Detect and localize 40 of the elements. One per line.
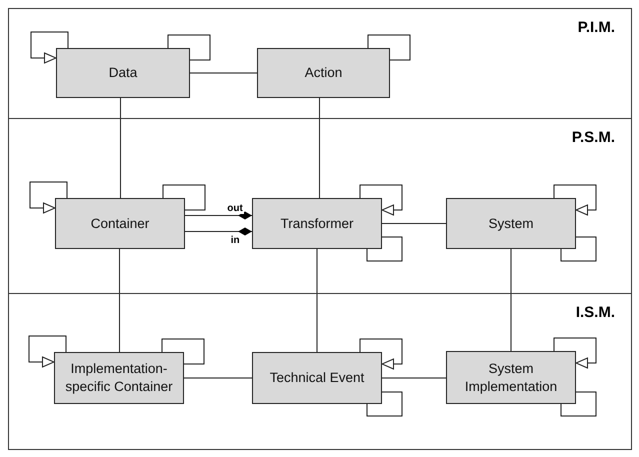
self-loop	[554, 184, 596, 216]
self-loop	[368, 34, 410, 60]
self-loop	[554, 338, 596, 368]
connector	[184, 228, 252, 236]
class-box: Action	[257, 48, 390, 98]
class-box: Data	[56, 48, 190, 98]
layer-band	[8, 118, 632, 294]
class-box: System Implementation	[446, 351, 576, 404]
class-box: Technical Event	[252, 352, 382, 404]
layer-title: P.S.M.	[572, 129, 615, 146]
connector	[510, 248, 512, 352]
layer-title: I.S.M.	[576, 304, 615, 321]
self-loop	[560, 236, 596, 262]
layer-band	[8, 293, 632, 450]
class-box: System	[446, 198, 576, 249]
self-loop	[366, 236, 402, 262]
self-loop	[360, 338, 402, 370]
edge-label: in	[230, 234, 241, 246]
connector	[120, 98, 121, 198]
connector	[316, 248, 318, 352]
class-box: Container	[55, 198, 185, 249]
self-loop	[30, 32, 68, 64]
edge-label: out	[226, 202, 244, 214]
layer-band	[8, 8, 632, 119]
connector	[319, 98, 320, 198]
connector	[382, 223, 446, 224]
layer-title: P.I.M.	[578, 19, 615, 36]
self-loop	[366, 392, 402, 416]
self-loop	[28, 336, 66, 368]
self-loop	[162, 184, 206, 210]
connector	[119, 248, 120, 352]
class-box: Transformer	[252, 198, 382, 249]
self-loop	[560, 392, 596, 416]
connector	[190, 72, 258, 74]
self-loop	[162, 338, 204, 364]
self-loop	[360, 184, 402, 216]
self-loop	[30, 182, 68, 214]
self-loop	[168, 34, 210, 60]
class-box: Implementation-specific Container	[54, 352, 184, 404]
connector	[184, 212, 252, 220]
